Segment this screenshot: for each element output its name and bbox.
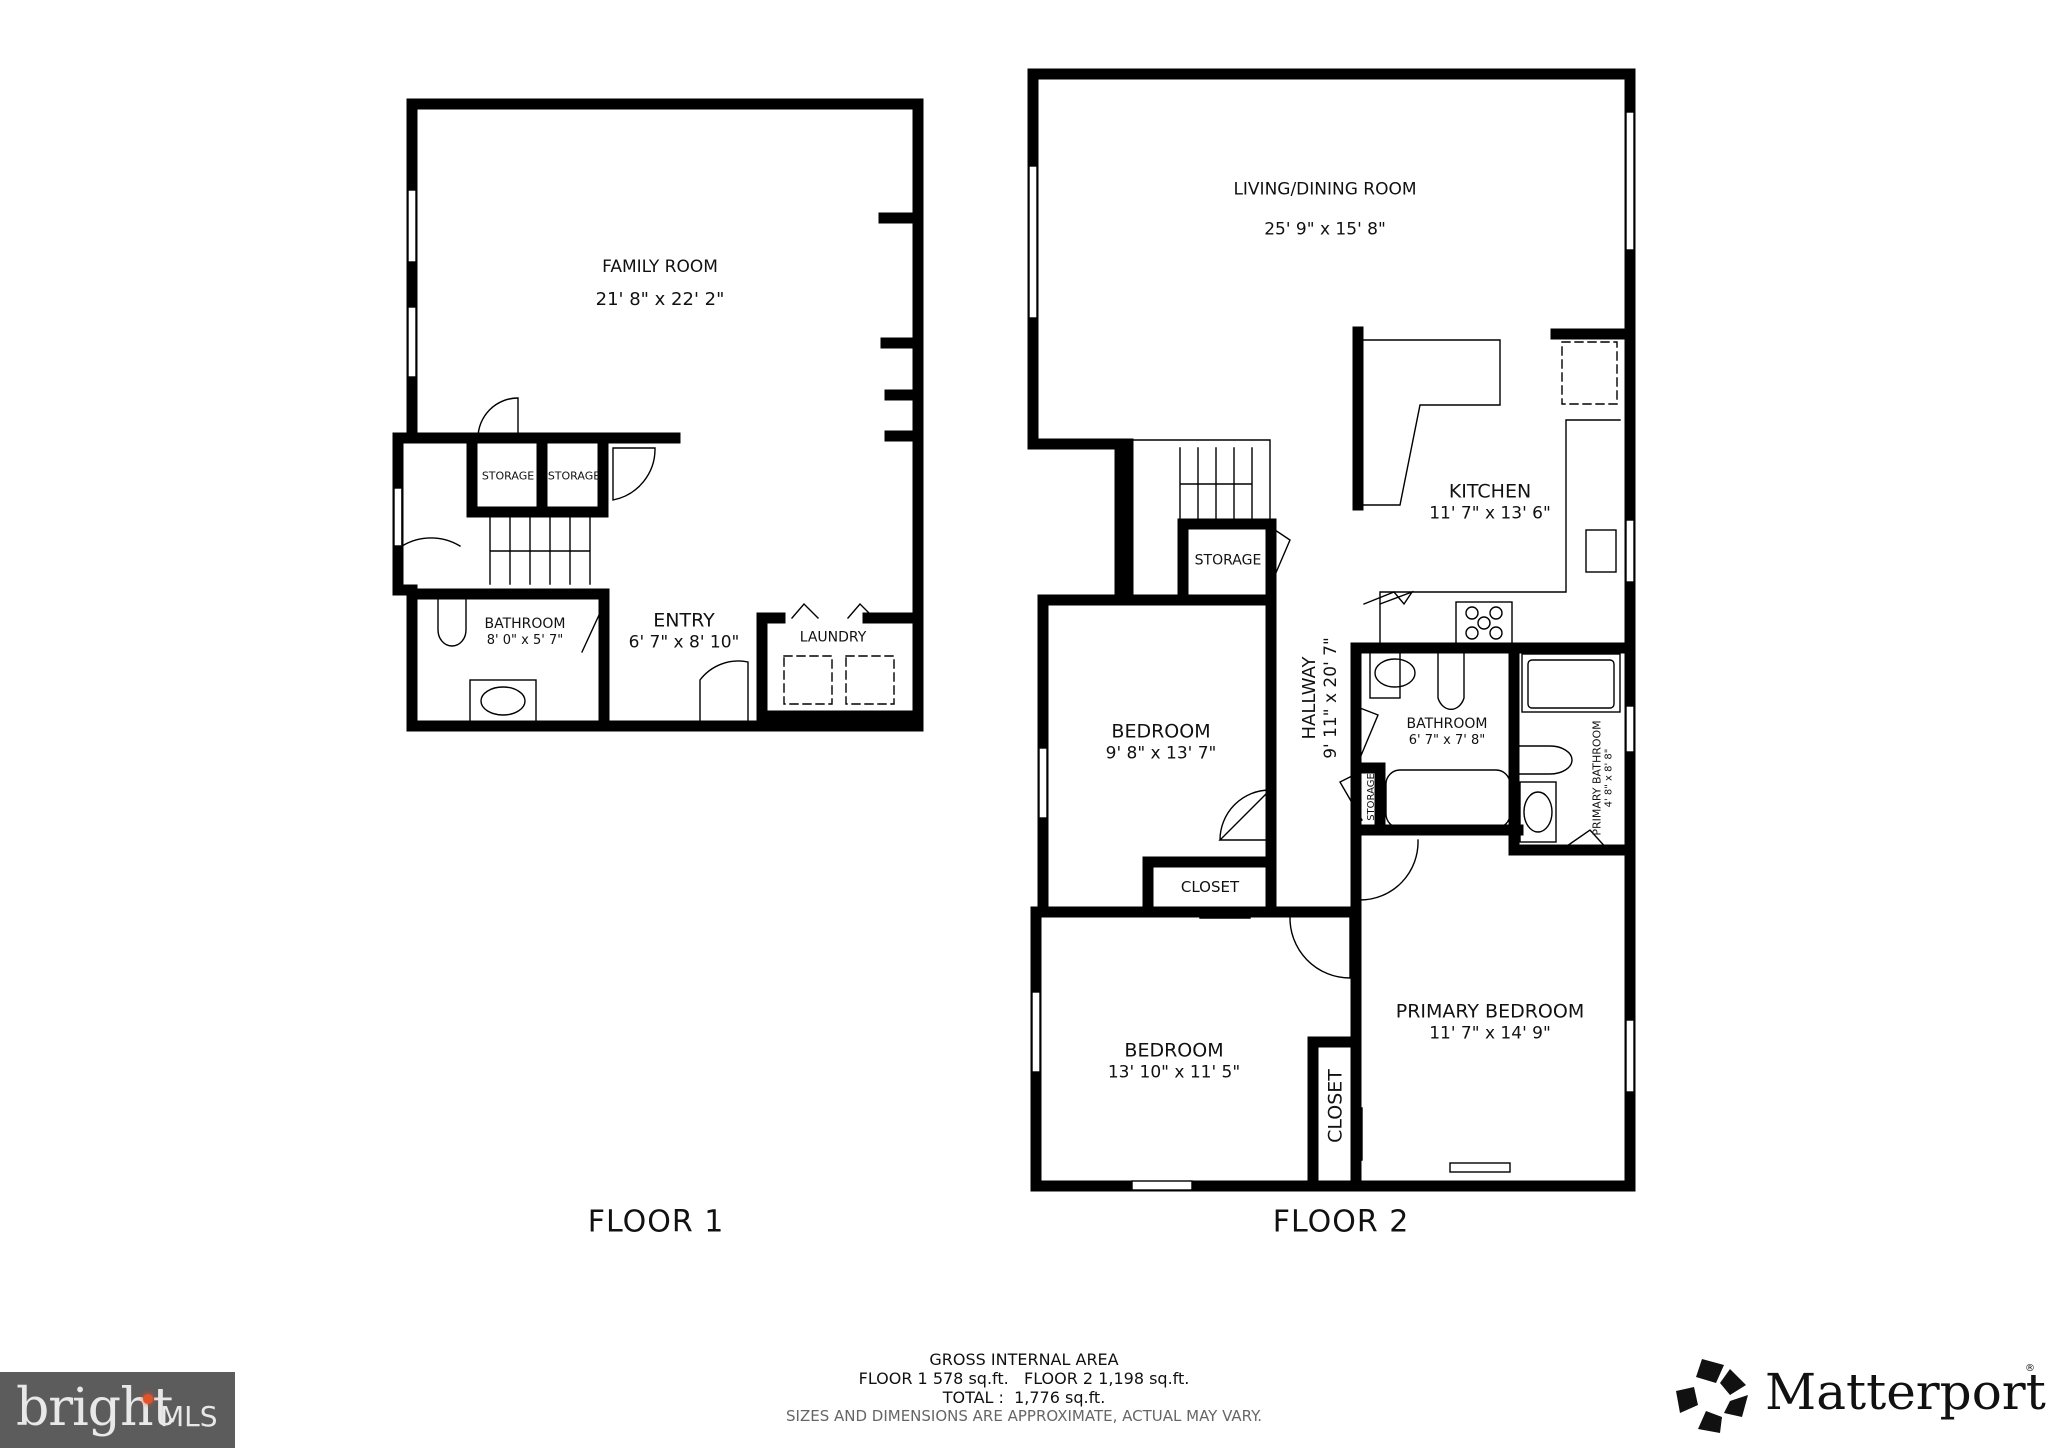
room-living-dining: LIVING/DINING ROOM 25' 9" x 15' 8": [1233, 180, 1416, 241]
bright-mls-suffix: MLS: [160, 1400, 218, 1433]
matterport-mark-icon: [1676, 1359, 1748, 1433]
room-dims: 9' 11" x 20' 7": [1320, 637, 1341, 759]
area-total: TOTAL : 1,776 sq.ft.: [942, 1388, 1106, 1407]
room-name: LAUNDRY: [799, 629, 867, 646]
room-laundry: LAUNDRY: [800, 630, 867, 647]
bright-wordmark: bright: [16, 1378, 173, 1438]
bright-mls-logo: bright MLS: [0, 1372, 235, 1448]
room-name: FAMILY ROOM: [602, 257, 718, 278]
room-name: BEDROOM: [1111, 720, 1211, 743]
room-name: ENTRY: [653, 609, 715, 632]
room-bedroom-2: BEDROOM 13' 10" x 11' 5": [1108, 1039, 1240, 1082]
room-name: BATHROOM: [484, 615, 566, 632]
room-name: HALLWAY: [1299, 656, 1321, 740]
room-dims: 8' 0" x 5' 7": [486, 632, 564, 648]
room-name: KITCHEN: [1448, 480, 1532, 503]
room-dims: 21' 8" x 22' 2": [595, 289, 725, 311]
room-bedroom-1: BEDROOM 9' 8" x 13' 7": [1106, 720, 1217, 763]
room-name: STORAGE: [1366, 773, 1377, 821]
room-dims: 9' 8" x 13' 7": [1105, 743, 1217, 764]
floor-2-title: FLOOR 2: [1272, 1204, 1410, 1240]
room-family-room: FAMILY ROOM 21' 8" x 22' 2": [596, 257, 725, 311]
room-name: CLOSET: [1324, 1069, 1347, 1143]
room-entry: ENTRY 6' 7" x 8' 10": [629, 609, 740, 652]
matterport-wordmark: Matterport: [1765, 1363, 2046, 1421]
room-kitchen: KITCHEN 11' 7" x 13' 6": [1429, 480, 1551, 523]
room-dims: 6' 7" x 8' 10": [628, 632, 740, 653]
floor-1-title: FLOOR 1: [587, 1204, 725, 1240]
room-name: STORAGE: [1194, 552, 1262, 569]
room-storage-hall: STORAGE: [1366, 773, 1378, 821]
room-name: STORAGE: [481, 469, 535, 483]
room-bathroom-f2: BATHROOM 6' 7" x 7' 8": [1406, 716, 1487, 748]
room-hallway: HALLWAY 9' 11" x 20' 7": [1299, 637, 1341, 759]
area-floors: FLOOR 1 578 sq.ft. FLOOR 2 1,198 sq.ft.: [858, 1369, 1190, 1388]
floor-2-walls: [1027, 68, 1636, 1192]
room-name: BEDROOM: [1124, 1039, 1224, 1062]
room-dims: 11' 7" x 13' 6": [1429, 503, 1551, 524]
room-primary-bathroom: PRIMARY BATHROOM 4' 8" x 8' 8": [1590, 720, 1615, 835]
bright-spark-icon: [143, 1394, 153, 1404]
room-name: LIVING/DINING ROOM: [1233, 179, 1417, 200]
room-dims: 11' 7" x 14' 9": [1429, 1023, 1551, 1044]
room-name: STORAGE: [547, 469, 601, 483]
room-bathroom-f1: BATHROOM 8' 0" x 5' 7": [484, 616, 565, 648]
room-storage-1: STORAGE: [482, 469, 534, 482]
room-primary-bedroom: PRIMARY BEDROOM 11' 7" x 14' 9": [1396, 1000, 1584, 1043]
room-closet-2: CLOSET: [1325, 1069, 1348, 1143]
gross-area-summary: GROSS INTERNAL AREA FLOOR 1 578 sq.ft. F…: [786, 1350, 1262, 1426]
registered-mark: ®: [2025, 1363, 2035, 1374]
room-storage-2: STORAGE: [548, 469, 600, 482]
area-heading: GROSS INTERNAL AREA: [929, 1350, 1119, 1369]
room-storage-f2: STORAGE: [1195, 553, 1262, 570]
room-name: CLOSET: [1180, 878, 1240, 896]
room-name: PRIMARY BATHROOM: [1590, 720, 1604, 836]
room-name: PRIMARY BEDROOM: [1395, 1000, 1585, 1023]
area-disclaimer: SIZES AND DIMENSIONS ARE APPROXIMATE, AC…: [785, 1407, 1263, 1425]
room-dims: 4' 8" x 8' 8": [1603, 748, 1615, 808]
room-dims: 25' 9" x 15' 8": [1264, 220, 1386, 240]
room-dims: 6' 7" x 7' 8": [1408, 732, 1486, 748]
room-name: BATHROOM: [1406, 715, 1488, 732]
room-closet-1: CLOSET: [1181, 878, 1239, 896]
room-dims: 13' 10" x 11' 5": [1107, 1062, 1241, 1083]
